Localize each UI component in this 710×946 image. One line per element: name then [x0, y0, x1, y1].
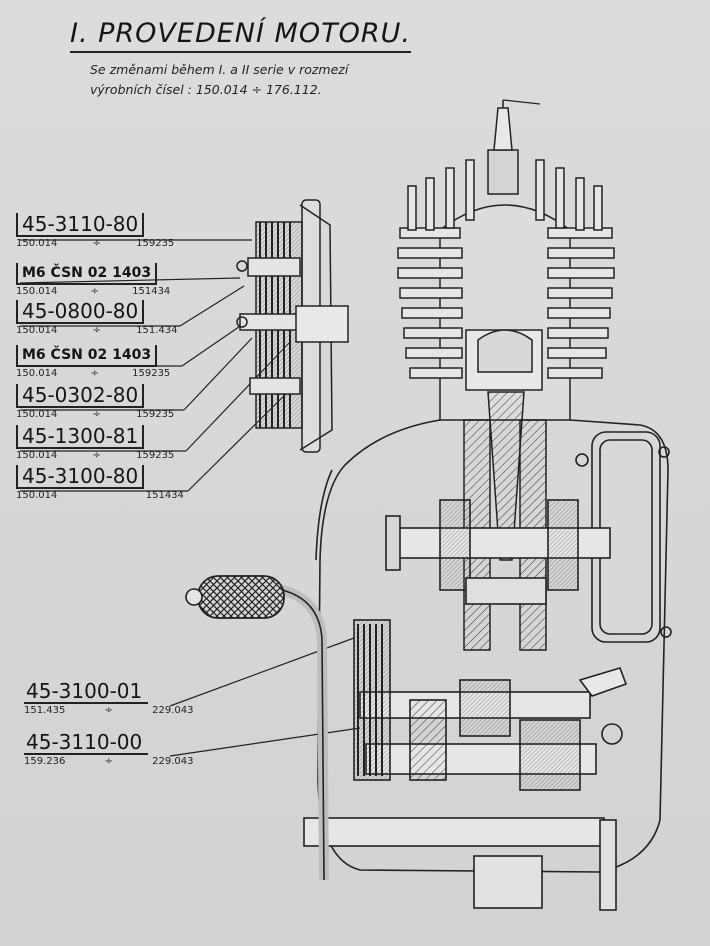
range-sep: ÷	[104, 705, 113, 716]
part-label-3: 45-0800-80 150.014 ÷ 151.434	[16, 300, 177, 336]
serial-range: 150.014 151434	[16, 490, 184, 501]
range-from: 150.014	[16, 325, 58, 336]
serial-range: 150.014 ÷ 159235	[16, 450, 174, 461]
part-code: 45-3110-00	[24, 731, 149, 755]
range-to: 151434	[132, 286, 171, 297]
lower-part-label-1: 45-3100-01 151.435 ÷ 229.043	[24, 680, 193, 716]
part-code: M6 ČSN 02 1403	[16, 263, 158, 285]
range-to: 159235	[136, 450, 175, 461]
lower-part-label-2: 45-3110-00 159.236 ÷ 229.043	[24, 731, 193, 767]
range-sep: ÷	[92, 450, 101, 461]
range-from: 150.014	[16, 286, 58, 297]
serial-range: 150.014 ÷ 151.434	[16, 325, 177, 336]
subtitle-line-1: Se změnami během I. a II serie v rozmezí	[90, 62, 349, 77]
subtitle-line-2: výrobních čísel : 150.014 ÷ 176.112.	[90, 82, 322, 97]
part-code: 45-0302-80	[16, 384, 145, 408]
serial-range: 151.435 ÷ 229.043	[24, 705, 193, 716]
part-label-7: 45-3100-80 150.014 151434	[16, 465, 184, 501]
serial-range: 150.014 ÷ 151434	[16, 286, 170, 297]
part-code: 45-3100-01	[24, 680, 149, 704]
range-to: 159235	[136, 238, 175, 249]
range-to: 151434	[145, 490, 184, 501]
range-sep: ÷	[104, 756, 113, 767]
range-sep: ÷	[90, 286, 99, 297]
part-code: 45-3100-80	[16, 465, 145, 489]
range-from: 150.014	[16, 409, 58, 420]
serial-range: 150.014 ÷ 159235	[16, 238, 174, 249]
cylinder-head	[397, 99, 615, 651]
part-label-5: 45-0302-80 150.014 ÷ 159235	[16, 384, 174, 420]
kickstarter-lever	[185, 575, 329, 881]
range-to: 229.043	[152, 756, 194, 767]
range-to: 229.043	[152, 705, 194, 716]
range-to: 159235	[136, 409, 175, 420]
part-code: 45-0800-80	[16, 300, 145, 324]
range-sep: ÷	[92, 238, 101, 249]
range-sep: ÷	[92, 325, 101, 336]
range-from: 150.014	[16, 450, 58, 461]
range-sep: ÷	[90, 368, 99, 379]
range-from: 151.435	[24, 705, 66, 716]
page-title: I. PROVEDENÍ MOTORU.	[70, 18, 411, 53]
range-to: 159235	[132, 368, 171, 379]
leader-lines	[19, 239, 361, 757]
serial-range: 150.014 ÷ 159235	[16, 409, 174, 420]
range-from: 150.014	[16, 490, 58, 501]
range-to: 151.434	[136, 325, 178, 336]
range-from: 150.014	[16, 238, 58, 249]
part-label-2: M6 ČSN 02 1403 150.014 ÷ 151434	[16, 262, 170, 297]
part-label-6: 45-1300-81 150.014 ÷ 159235	[16, 425, 174, 461]
range-sep: ÷	[92, 409, 101, 420]
part-code: 45-1300-81	[16, 425, 145, 449]
serial-range: 150.014 ÷ 159235	[16, 368, 170, 379]
range-from: 150.014	[16, 368, 58, 379]
part-label-1: 45-3110-80 150.014 ÷ 159235	[16, 213, 174, 249]
crankcase	[303, 419, 672, 911]
part-code: 45-3110-80	[16, 213, 145, 237]
clutch-detail	[236, 199, 349, 453]
range-from: 159.236	[24, 756, 66, 767]
serial-range: 159.236 ÷ 229.043	[24, 756, 193, 767]
